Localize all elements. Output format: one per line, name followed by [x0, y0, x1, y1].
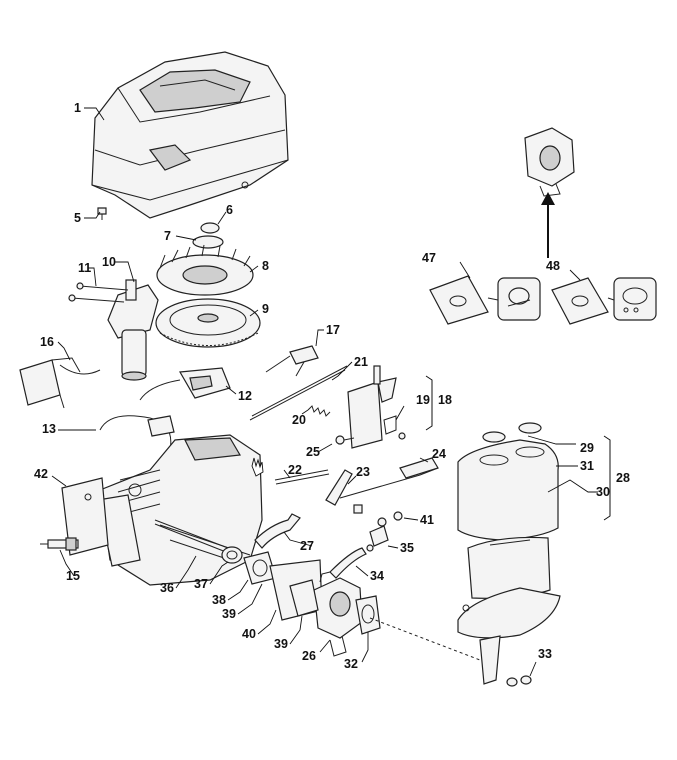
callout-25: 25: [306, 445, 320, 459]
governor-lever-part[interactable]: [325, 469, 363, 514]
callout-32: 32: [344, 657, 358, 671]
connector-part[interactable]: [265, 345, 319, 377]
rectifier-module-part[interactable]: [19, 357, 101, 409]
callout-34: 34: [370, 569, 384, 583]
callout-48: 48: [546, 259, 560, 273]
callout-31: 31: [580, 459, 594, 473]
callout-42: 42: [34, 467, 48, 481]
bracket-screw-part[interactable]: [335, 435, 355, 445]
fuel-valve-part[interactable]: [369, 517, 389, 547]
governor-link-part[interactable]: [274, 469, 330, 485]
callout-28: 28: [616, 471, 630, 485]
callout-labels: 1 5 6 7 8 9 10 11 12 13 15 16 17 18 19 2…: [34, 101, 630, 671]
carb-gasket-2-part[interactable]: [289, 579, 319, 617]
callout-36: 36: [160, 581, 174, 595]
callout-5: 5: [74, 211, 81, 225]
governor-rod-part[interactable]: [249, 365, 348, 421]
hand-cursor-icon: [251, 457, 264, 477]
callout-6: 6: [226, 203, 233, 217]
callout-37: 37: [194, 577, 208, 591]
callout-22: 22: [288, 463, 302, 477]
throttle-control-bracket-part[interactable]: [347, 365, 397, 449]
callout-16: 16: [40, 335, 54, 349]
gasket-kit-47-part[interactable]: [429, 275, 541, 325]
callout-41: 41: [420, 513, 434, 527]
starter-bolts-part[interactable]: [68, 282, 129, 303]
breather-hose-part[interactable]: [254, 513, 301, 549]
gasket-kit-48-part[interactable]: [551, 277, 657, 325]
long-bolt-part[interactable]: [154, 519, 229, 553]
alignment-line: [369, 617, 481, 661]
carburetor-assembly-thumbnail[interactable]: [524, 127, 575, 197]
ignition-lead-part[interactable]: [99, 415, 175, 451]
air-filter-base-part[interactable]: [457, 587, 561, 685]
washer-part[interactable]: [366, 511, 403, 552]
callout-9: 9: [262, 302, 269, 316]
arrow-up-icon: [541, 192, 555, 258]
callout-27: 27: [300, 539, 314, 553]
ignition-coil-part[interactable]: [139, 367, 231, 401]
callout-12: 12: [238, 389, 252, 403]
callout-7: 7: [164, 229, 171, 243]
callout-11: 11: [78, 261, 91, 275]
bracket-28: [603, 435, 611, 521]
nut-part[interactable]: [506, 675, 532, 687]
bracket-18: [425, 375, 433, 431]
engine-block-part[interactable]: [97, 434, 263, 586]
spark-plug-part[interactable]: [40, 537, 79, 551]
callout-15: 15: [66, 569, 80, 583]
flywheel-part[interactable]: [155, 298, 261, 348]
callout-8: 8: [262, 259, 269, 273]
leader-lines: [51, 107, 598, 677]
callout-30: 30: [596, 485, 610, 499]
engine-shroud-part[interactable]: [91, 51, 289, 219]
callout-26: 26: [302, 649, 316, 663]
callout-39: 39: [274, 637, 288, 651]
callout-17: 17: [326, 323, 340, 337]
callout-23: 23: [356, 465, 370, 479]
starter-motor-part[interactable]: [107, 279, 159, 381]
callout-38: 38: [212, 593, 226, 607]
intake-gasket-part[interactable]: [221, 546, 243, 564]
callout-13: 13: [42, 422, 56, 436]
fan-impeller-part[interactable]: [156, 244, 254, 296]
callout-35: 35: [400, 541, 414, 555]
air-filter-cover-part[interactable]: [457, 439, 559, 541]
air-filter-element-part[interactable]: [467, 536, 551, 599]
choke-rod-part[interactable]: [339, 457, 439, 499]
governor-spring-part[interactable]: [307, 405, 331, 417]
callout-24: 24: [432, 447, 446, 461]
callout-19: 19: [416, 393, 430, 407]
callout-20: 20: [292, 413, 306, 427]
carburetor-part[interactable]: [313, 571, 363, 657]
callout-39: 39: [222, 607, 236, 621]
callout-1: 1: [74, 101, 81, 115]
air-filter-cap-part[interactable]: [482, 422, 542, 443]
callout-40: 40: [242, 627, 256, 641]
flywheel-nut-part[interactable]: [192, 222, 224, 249]
callout-21: 21: [354, 355, 368, 369]
callout-10: 10: [102, 255, 116, 269]
small-screw-part[interactable]: [398, 432, 406, 440]
head-cover-plate-part[interactable]: [61, 477, 109, 556]
callout-47: 47: [422, 251, 436, 265]
callout-33: 33: [538, 647, 552, 661]
callout-29: 29: [580, 441, 594, 455]
fuel-hose-part[interactable]: [329, 547, 367, 579]
carb-gasket-part[interactable]: [355, 595, 381, 635]
callout-18: 18: [438, 393, 452, 407]
